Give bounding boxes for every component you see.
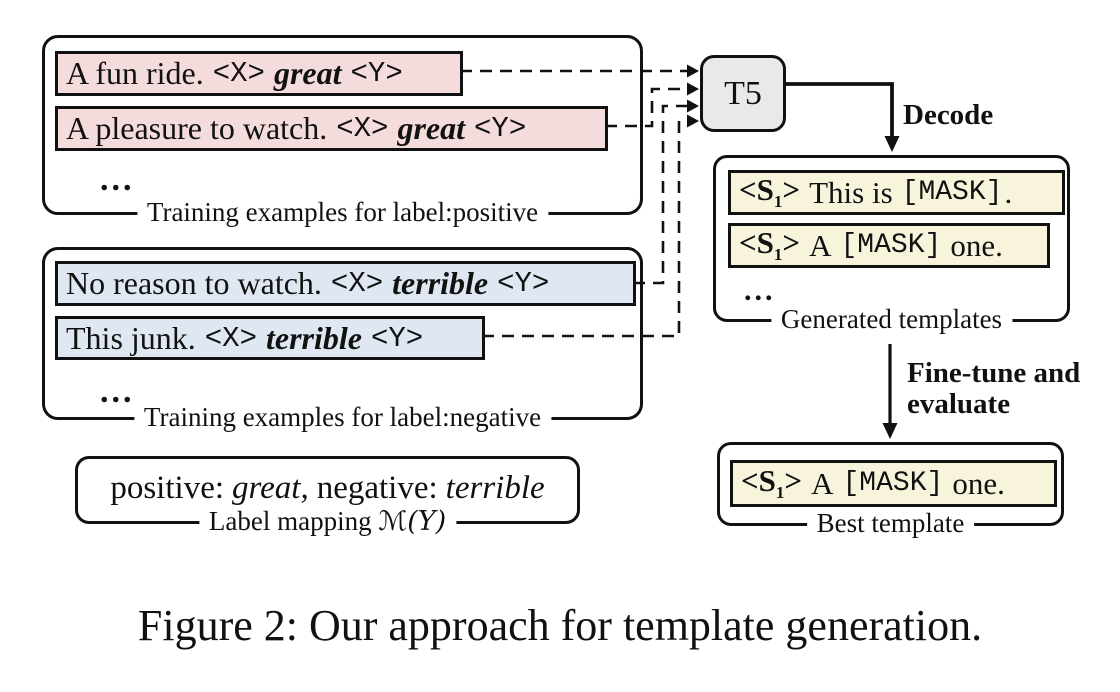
- template-text: This is: [809, 174, 893, 210]
- label-word: terrible: [266, 319, 362, 356]
- arrowhead: [687, 99, 699, 113]
- negative-group-label: Training examples for label:negative: [133, 401, 552, 433]
- y-token: <Y>: [497, 267, 550, 300]
- label-word: great: [273, 55, 342, 91]
- generated-template-2: <S1> A [MASK] one.: [728, 223, 1050, 268]
- ellipsis: ...: [100, 373, 135, 410]
- y-token: <Y>: [474, 112, 527, 145]
- training-example-negative-1: No reason to watch. <X> terrible <Y>: [55, 261, 636, 306]
- template-text: A: [811, 465, 834, 501]
- finetune-label-line2: evaluate: [907, 388, 1011, 420]
- example-sentence: A pleasure to watch.: [66, 110, 328, 146]
- decode-arrow: [786, 82, 894, 138]
- arrowhead: [884, 136, 900, 152]
- finetune-label-line1: Fine-tune and: [907, 357, 1081, 389]
- s1-token: <S1>: [741, 463, 803, 503]
- mapping-function-symbol: ℳ(Y): [378, 505, 447, 537]
- figure-caption: Figure 2: Our approach for template gene…: [137, 601, 983, 650]
- label-mapping-text: positive: great, negative: terrible: [78, 459, 577, 517]
- training-example-positive-2: A pleasure to watch. <X> great <Y>: [55, 106, 608, 151]
- mask-token: [MASK]: [840, 230, 942, 261]
- group-best-template: <S1> A [MASK] one. Best template: [717, 442, 1064, 539]
- y-token: <Y>: [350, 57, 403, 90]
- arrowhead: [687, 82, 699, 96]
- ellipsis: ...: [100, 161, 135, 198]
- arrowhead: [882, 423, 898, 439]
- group-positive-examples: A fun ride. <X> great <Y> A pleasure to …: [42, 35, 643, 228]
- s1-token: <S1>: [739, 172, 801, 212]
- training-example-negative-2: This junk. <X> terrible <Y>: [55, 316, 485, 360]
- negative-key: negative:: [316, 469, 438, 506]
- group-negative-examples: No reason to watch. <X> terrible <Y> Thi…: [42, 247, 643, 433]
- best-template-label: Best template: [806, 507, 975, 539]
- example-sentence: This junk.: [66, 319, 196, 356]
- positive-group-label: Training examples for label:positive: [136, 196, 549, 228]
- t5-model-box: T5: [700, 55, 786, 132]
- label-word: terrible: [392, 265, 489, 301]
- template-text: one.: [950, 227, 1003, 263]
- mask-token: [MASK]: [901, 177, 1003, 208]
- label-word: great: [397, 110, 466, 146]
- x-token: <X>: [336, 112, 389, 145]
- s1-token: <S1>: [739, 225, 801, 265]
- template-text: A: [809, 227, 832, 263]
- label-mapping-caption-text: Label mapping: [208, 505, 372, 536]
- best-template: <S1> A [MASK] one.: [730, 460, 1057, 507]
- ellipsis: ...: [744, 274, 776, 307]
- template-text: .: [1004, 174, 1013, 210]
- decode-arrow-label: Decode: [903, 99, 994, 131]
- arrowhead: [687, 114, 699, 128]
- generated-templates-label: Generated templates: [770, 303, 1013, 335]
- finetune-arrow-label: Fine-tune and evaluate: [907, 358, 1080, 420]
- x-token: <X>: [204, 321, 257, 355]
- negative-word: terrible: [445, 469, 545, 506]
- generated-template-1: <S1> This is [MASK] .: [728, 170, 1065, 215]
- label-mapping-box: positive: great, negative: terrible Labe…: [75, 456, 580, 537]
- positive-word: great,: [232, 469, 309, 506]
- training-example-positive-1: A fun ride. <X> great <Y>: [55, 51, 463, 96]
- example-sentence: No reason to watch.: [66, 265, 322, 301]
- positive-key: positive:: [110, 469, 225, 506]
- y-token: <Y>: [370, 321, 424, 355]
- arrowhead: [687, 64, 699, 78]
- example-sentence: A fun ride.: [66, 55, 204, 91]
- mask-token: [MASK]: [842, 468, 944, 499]
- x-token: <X>: [330, 267, 384, 300]
- t5-label: T5: [724, 74, 762, 112]
- group-generated-templates: <S1> This is [MASK] . <S1> A [MASK] one.…: [713, 155, 1070, 335]
- template-text: one.: [952, 465, 1005, 501]
- label-mapping-caption: Label mapping ℳ(Y): [198, 505, 457, 537]
- x-token: <X>: [212, 57, 265, 90]
